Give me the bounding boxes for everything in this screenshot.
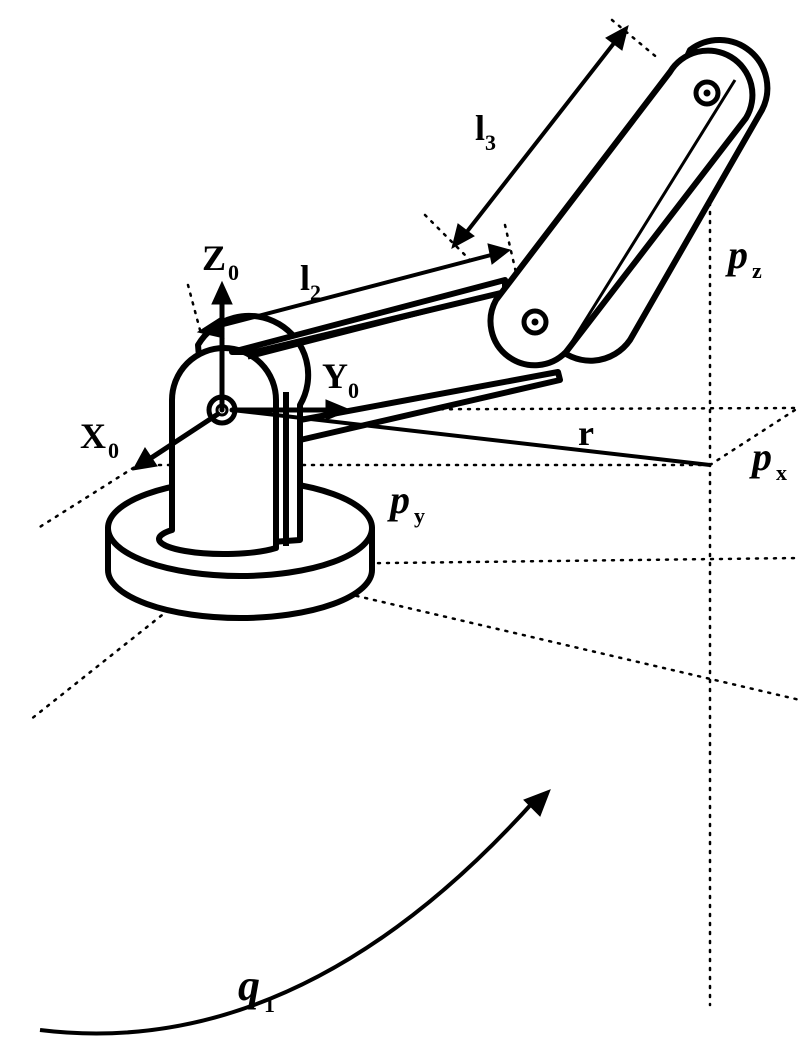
pz-subscript: z (752, 258, 762, 283)
l3-dimension-line (460, 36, 620, 240)
joint-wrist-inner (703, 89, 711, 97)
link-2 (229, 277, 563, 443)
l2-arrow-left (196, 317, 225, 339)
link-2-edge (247, 290, 506, 360)
q1-arc-arrowhead (523, 789, 551, 817)
pz-label: p (725, 232, 748, 277)
ground-line-left (28, 563, 227, 722)
l2-guide-left (186, 283, 202, 332)
label-l2: l 2 (300, 258, 321, 305)
label-py: p y (387, 477, 425, 528)
px-line (708, 408, 797, 467)
y0-subscript: 0 (348, 378, 359, 403)
x0-subscript: 0 (108, 438, 119, 463)
z0-label: Z (202, 238, 226, 278)
ground-line-right (223, 556, 802, 567)
joints (206, 79, 721, 426)
l2-arrow-right (487, 243, 512, 265)
l3-guide-top (610, 18, 662, 62)
py-subscript: y (414, 503, 425, 528)
q1-arc (39, 789, 551, 1036)
q1-label: q (238, 961, 260, 1010)
label-px: p x (749, 434, 787, 485)
l3-subscript: 3 (485, 130, 496, 155)
z0-arrowhead (211, 280, 233, 305)
link-2-lower (297, 369, 563, 443)
dimension-arrows (196, 25, 629, 339)
label-y0: Y 0 (322, 356, 359, 403)
shoulder-plane-y (223, 406, 802, 412)
y0-label: Y (322, 356, 348, 396)
px-label: p (749, 434, 772, 479)
l3-label: l (475, 108, 485, 148)
label-q1: q 1 (238, 961, 275, 1017)
link-3 (487, 37, 771, 369)
link-2-bar (229, 277, 508, 355)
l3-arrow-top (605, 25, 629, 51)
column-front (156, 345, 279, 557)
link-3-front (487, 47, 756, 369)
q1-subscript: 1 (264, 992, 275, 1017)
label-pz: p z (725, 232, 762, 283)
x0-axis (145, 411, 221, 463)
label-x0: X 0 (80, 416, 119, 463)
axes (132, 280, 352, 471)
l3-guide-bottom (423, 213, 472, 262)
l3-arrow-bottom (451, 223, 475, 249)
py-label: p (387, 477, 410, 522)
q1-arc-path (39, 798, 537, 1036)
l2-dimension-line (211, 252, 496, 330)
x0-label: X (80, 416, 106, 456)
label-z0: Z 0 (202, 238, 239, 285)
px-subscript: x (776, 460, 787, 485)
r-label: r (578, 413, 594, 453)
r-line (231, 408, 711, 467)
y0-arrowhead (325, 399, 352, 421)
z0-subscript: 0 (228, 260, 239, 285)
link-3-edge (568, 79, 737, 346)
x0-arrowhead (132, 447, 158, 471)
l2-label: l (300, 258, 310, 298)
label-l3: l 3 (475, 108, 496, 155)
l2-subscript: 2 (310, 280, 321, 305)
joint-elbow-inner (531, 318, 539, 326)
